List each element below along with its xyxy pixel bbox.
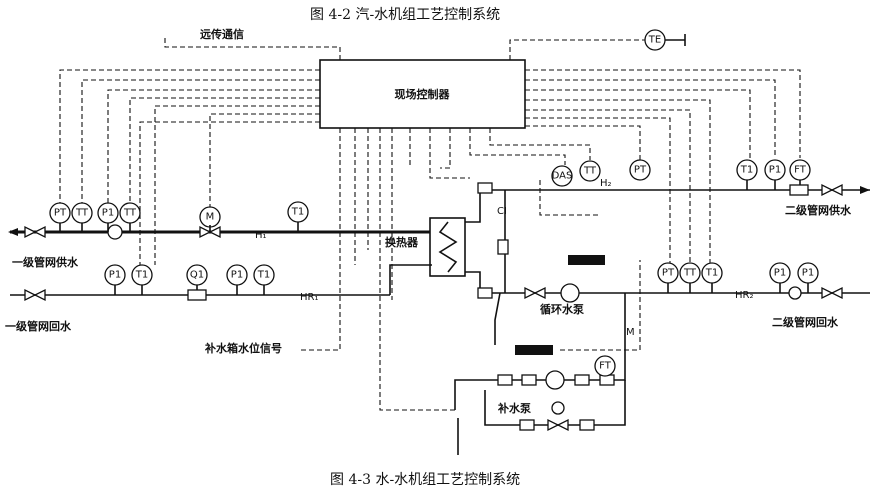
instrument-tt3: TT bbox=[579, 160, 601, 182]
primary-pump bbox=[107, 224, 123, 240]
instrument-text: P1 bbox=[774, 268, 786, 279]
instrument-t1a: T1 bbox=[287, 201, 309, 223]
instrument-text: P1 bbox=[802, 268, 814, 279]
hr2-label: HR₂ bbox=[735, 290, 753, 301]
secondary-supply-pipe bbox=[465, 189, 870, 223]
tank-signal-label: 补水箱水位信号 bbox=[204, 341, 282, 355]
valves bbox=[24, 183, 843, 432]
instrument-text: FT bbox=[599, 361, 612, 372]
instrument-text: P1 bbox=[109, 270, 121, 281]
instrument-text: T1 bbox=[257, 270, 270, 281]
instrument-text: Q1 bbox=[190, 270, 204, 281]
instrument-p1d: P1 bbox=[764, 159, 786, 181]
instrument-text: T1 bbox=[291, 207, 304, 218]
makeup-pump-2 bbox=[551, 401, 565, 415]
instrument-text: P1 bbox=[231, 270, 243, 281]
instrument-text: PT bbox=[634, 165, 647, 176]
instrument-circle bbox=[579, 160, 601, 182]
instrument-text: TT bbox=[683, 268, 697, 279]
instrument-circle bbox=[594, 355, 616, 377]
bottom-caption: 图 4-3 水-水机组工艺控制系统 bbox=[330, 472, 520, 488]
instrument-text: M bbox=[206, 212, 215, 223]
hr1-label: HR₁ bbox=[300, 292, 318, 303]
instrument-text: T1 bbox=[135, 270, 148, 281]
right-signal-lines bbox=[409, 39, 801, 351]
instrument-p1a: P1 bbox=[97, 202, 119, 224]
instrument-t1b: T1 bbox=[131, 264, 153, 286]
instrument-pt3: PT bbox=[657, 262, 679, 284]
instrument-m1: M bbox=[199, 206, 221, 228]
secondary-return-pipe bbox=[465, 271, 870, 294]
instrument-text: TT bbox=[123, 208, 137, 219]
makeup-pump-vfd bbox=[515, 345, 553, 355]
primary-return-label: 一级管网回水 bbox=[5, 319, 72, 333]
instrument-text: TT bbox=[583, 166, 597, 177]
makeup-pump bbox=[545, 370, 565, 390]
controller-label: 现场控制器 bbox=[395, 87, 451, 101]
instrument-text: DAS bbox=[552, 171, 573, 182]
secondary-return-pump bbox=[788, 286, 802, 300]
circ-pump-label: 循环水泵 bbox=[540, 302, 584, 316]
instrument-tt4: TT bbox=[679, 262, 701, 284]
ci-label: CI bbox=[497, 206, 507, 217]
heat-exchanger bbox=[429, 217, 466, 277]
filters bbox=[187, 182, 809, 431]
instrument-ft2: FT bbox=[594, 355, 616, 377]
remote-comm-line bbox=[164, 38, 341, 60]
h1-label: H₁ bbox=[255, 230, 267, 241]
instrument-text: T1 bbox=[705, 268, 718, 279]
instrument-text: T1 bbox=[740, 165, 753, 176]
instrument-p1c: P1 bbox=[226, 264, 248, 286]
instrument-text: FT bbox=[794, 165, 807, 176]
secondary-return-label: 二级管网回水 bbox=[772, 315, 839, 329]
exchanger-coil bbox=[438, 221, 458, 273]
h2-label: H₂ bbox=[600, 178, 612, 189]
instrument-text: TT bbox=[75, 208, 89, 219]
instrument-circle bbox=[551, 165, 573, 187]
primary-return-riser bbox=[389, 264, 432, 295]
m-label: M bbox=[626, 327, 635, 338]
instrument-tt1: TT bbox=[71, 202, 93, 224]
instrument-q1: Q1 bbox=[186, 264, 208, 286]
instrument-circle bbox=[629, 159, 651, 181]
instrument-text: TE bbox=[648, 35, 661, 46]
instrument-text: P1 bbox=[102, 208, 114, 219]
instrument-das: DAS bbox=[551, 165, 573, 187]
instrument-t1c: T1 bbox=[253, 264, 275, 286]
top-caption: 图 4-2 汽-水机组工艺控制系统 bbox=[310, 7, 500, 23]
instrument-t1e: T1 bbox=[701, 262, 723, 284]
secondary-supply-label: 二级管网供水 bbox=[785, 203, 852, 217]
secondary-supply-arrow bbox=[860, 186, 870, 194]
instrument-ft1: FT bbox=[789, 159, 811, 181]
field-controller-box bbox=[319, 59, 526, 129]
makeup-line bbox=[454, 293, 626, 410]
instrument-pt2: PT bbox=[629, 159, 651, 181]
instrument-p1f: P1 bbox=[797, 262, 819, 284]
instrument-text: PT bbox=[662, 268, 675, 279]
left-signal-lines bbox=[59, 69, 455, 411]
primary-supply-arrow bbox=[8, 228, 18, 236]
remote-comm-label: 远传通信 bbox=[200, 27, 244, 41]
instrument-te: TE bbox=[644, 29, 666, 51]
instrument-p1e: P1 bbox=[769, 262, 791, 284]
primary-supply-label: 一级管网供水 bbox=[12, 255, 79, 269]
circulation-pump bbox=[560, 283, 580, 303]
instrument-taps bbox=[59, 34, 809, 295]
instrument-t1d: T1 bbox=[736, 159, 758, 181]
circ-pump-vfd bbox=[568, 255, 605, 265]
makeup-pump-label: 补水泵 bbox=[497, 401, 531, 415]
instrument-text: PT bbox=[54, 208, 67, 219]
instrument-tt2: TT bbox=[119, 202, 141, 224]
instrument-pt1: PT bbox=[49, 202, 71, 224]
instrument-p1b: P1 bbox=[104, 264, 126, 286]
instrument-text: P1 bbox=[769, 165, 781, 176]
drain-line bbox=[494, 292, 501, 345]
exchanger-label: 换热器 bbox=[385, 235, 419, 249]
